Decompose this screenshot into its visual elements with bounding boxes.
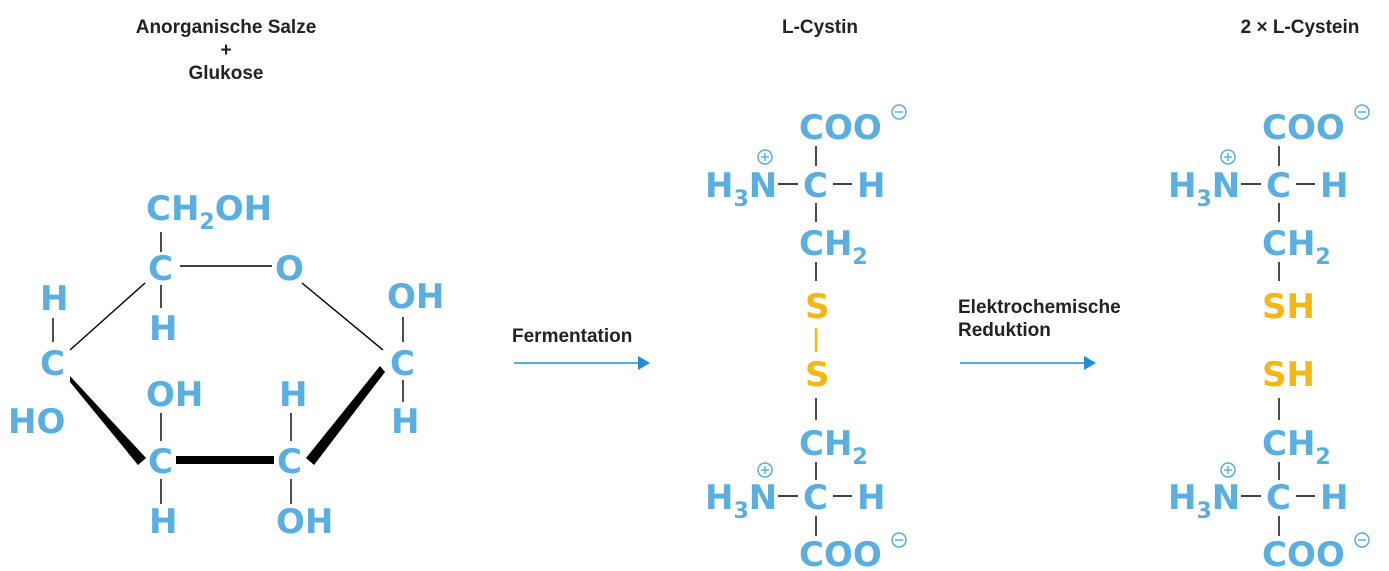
reduction-arrow	[960, 356, 1096, 370]
wedge-c4-c3	[70, 376, 146, 465]
cystine-s1: S	[805, 287, 830, 327]
cysteine-coo-top: COO	[1262, 108, 1345, 148]
cysteine-h-top: H	[1320, 166, 1348, 206]
negative-charge-icon	[1354, 104, 1370, 120]
negative-charge-icon	[891, 532, 907, 548]
positive-charge-icon	[1220, 462, 1236, 478]
wedge-c2-c1	[306, 366, 385, 465]
reduction-label-line1: Elektrochemische	[958, 297, 1121, 318]
glucose-c4-ho: HO	[8, 402, 65, 442]
substrate-glucose-label: Glukose	[188, 63, 264, 84]
cystine-coo-bottom: COO	[799, 535, 882, 571]
substrate-plus-label: +	[220, 40, 232, 61]
glucose-c3-h: H	[149, 502, 177, 542]
nh3-sub: 3	[1196, 499, 1211, 524]
substrate-salts-label: Anorganische Salze	[135, 17, 317, 38]
ch2oh-sub: 2	[199, 210, 214, 235]
reduction-label-line2: Reduktion	[958, 320, 1051, 341]
glucose-c5-h: H	[149, 309, 177, 349]
negative-charge-icon	[1354, 532, 1370, 548]
cysteine-molecules: COO H3N C H CH2 SH SH CH2 H3N C	[1168, 104, 1370, 571]
cystine-nh3-top: H3N	[705, 166, 777, 212]
cysteine-c-bottom: C	[1266, 478, 1291, 518]
nh3-sub: 3	[733, 499, 748, 524]
cystine-molecule: COO H3N C H CH2 S S CH2 H3N	[705, 104, 907, 571]
ch2-ch: CH	[1262, 224, 1315, 264]
glucose-ring-oxygen: O	[275, 249, 304, 289]
ch2-sub: 2	[1315, 245, 1330, 270]
bond-c5-c4	[69, 282, 146, 351]
reduction-label: Elektrochemische Reduktion	[958, 296, 1121, 342]
ch2-sub: 2	[852, 245, 867, 270]
positive-charge-icon	[757, 462, 773, 478]
ch2-ch: CH	[799, 424, 852, 464]
nh3-h: H	[1168, 478, 1196, 518]
cysteine-sh1: SH	[1262, 287, 1315, 327]
nh3-h: H	[705, 478, 733, 518]
glucose-c1: C	[390, 344, 415, 384]
cysteine-coo-bottom: COO	[1262, 535, 1345, 571]
nh3-sub: 3	[1196, 187, 1211, 212]
positive-charge-icon	[1220, 149, 1236, 165]
glucose-c3-oh: OH	[146, 375, 203, 415]
glucose-c1-h: H	[391, 402, 419, 442]
cystine-h-bottom: H	[857, 478, 885, 518]
ch2-sub: 2	[852, 445, 867, 470]
cystine-header: L-Cystin	[782, 17, 858, 38]
cysteine-ch2-bottom: CH2	[1262, 424, 1331, 470]
glucose-c2: C	[277, 442, 302, 482]
cysteine-h-bottom: H	[1320, 478, 1348, 518]
substrate-header: Anorganische Salze + Glukose	[96, 16, 356, 85]
cysteine-nh3-bottom: H3N	[1168, 478, 1240, 524]
nh3-n: N	[1212, 478, 1240, 518]
nh3-n: N	[749, 478, 777, 518]
glucose-ch2oh: CH2OH	[146, 189, 272, 235]
positive-charge-icon	[757, 149, 773, 165]
bond-o-c1	[301, 282, 384, 351]
negative-charge-icon	[891, 104, 907, 120]
glucose-c4-h: H	[40, 279, 68, 319]
ch2oh-ch: CH	[146, 189, 199, 229]
glucose-molecule: CH2OH C O H H C HO OH C H OH C H H C OH	[8, 189, 444, 542]
cystine-h-top: H	[857, 166, 885, 206]
ch2-sub: 2	[1315, 445, 1330, 470]
glucose-c1-oh: OH	[387, 277, 444, 317]
nh3-sub: 3	[733, 187, 748, 212]
nh3-n: N	[749, 166, 777, 206]
cystine-ch2-bottom: CH2	[799, 424, 868, 470]
cysteine-ch2-top: CH2	[1262, 224, 1331, 270]
cysteine-c-top: C	[1266, 166, 1291, 206]
cysteine-header: 2 × L-Cystein	[1240, 17, 1360, 38]
glucose-c2-h: H	[279, 375, 307, 415]
cystine-nh3-bottom: H3N	[705, 478, 777, 524]
glucose-c2-oh: OH	[276, 502, 333, 542]
ch2-ch: CH	[799, 224, 852, 264]
fermentation-arrow	[514, 356, 650, 370]
ch2-ch: CH	[1262, 424, 1315, 464]
wedge-c3-c2	[176, 456, 274, 464]
cystine-ch2-top: CH2	[799, 224, 868, 270]
nh3-h: H	[1168, 166, 1196, 206]
glucose-c4: C	[40, 344, 65, 384]
cysteine-nh3-top: H3N	[1168, 166, 1240, 212]
glucose-c5: C	[148, 249, 173, 289]
ch2oh-oh: OH	[215, 189, 272, 229]
cystine-coo-top: COO	[799, 108, 882, 148]
glucose-c3: C	[148, 442, 173, 482]
fermentation-label: Fermentation	[512, 326, 633, 347]
cystine-s2: S	[805, 355, 830, 395]
nh3-h: H	[705, 166, 733, 206]
cysteine-sh2: SH	[1262, 355, 1315, 395]
cystine-c-bottom: C	[803, 478, 828, 518]
nh3-n: N	[1212, 166, 1240, 206]
cystine-c-top: C	[803, 166, 828, 206]
